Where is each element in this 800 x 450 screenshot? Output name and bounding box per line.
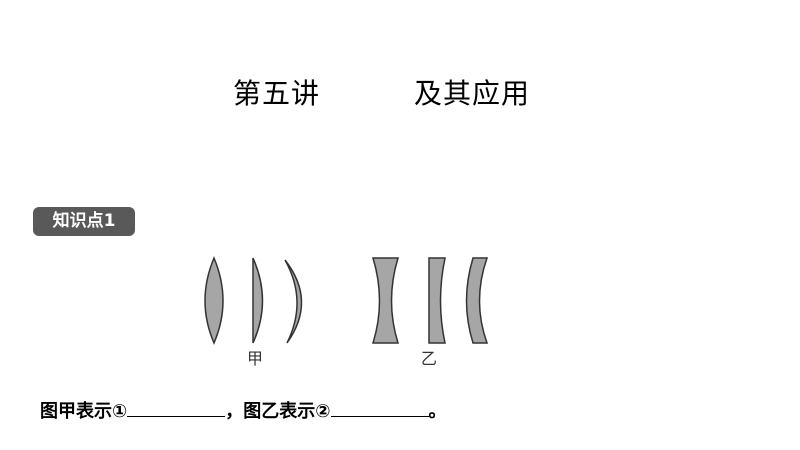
plano-concave-lens: [428, 257, 446, 344]
figure-label-jia: 甲: [247, 349, 264, 368]
lecture-title: 第五讲: [233, 77, 321, 110]
fill-in-question: 图甲表示① ，图乙表示② 。: [40, 398, 447, 425]
question-part-2: ，图乙表示②: [225, 401, 331, 422]
biconvex-lens: [204, 256, 224, 345]
plano-convex-lens: [252, 257, 264, 344]
answer-blank-2[interactable]: [330, 398, 429, 417]
lecture-title-suffix: 及其应用: [414, 77, 531, 110]
concave-meniscus-lens: [465, 257, 489, 344]
knowledge-point-badge: 知识点1: [33, 207, 135, 236]
question-part-1: 图甲表示①: [40, 401, 128, 422]
figure-label-yi: 乙: [421, 349, 438, 368]
convex-meniscus-lens: [284, 259, 303, 344]
question-part-3: 。: [428, 401, 447, 422]
biconcave-lens: [371, 257, 400, 344]
answer-blank-1[interactable]: [127, 398, 226, 417]
